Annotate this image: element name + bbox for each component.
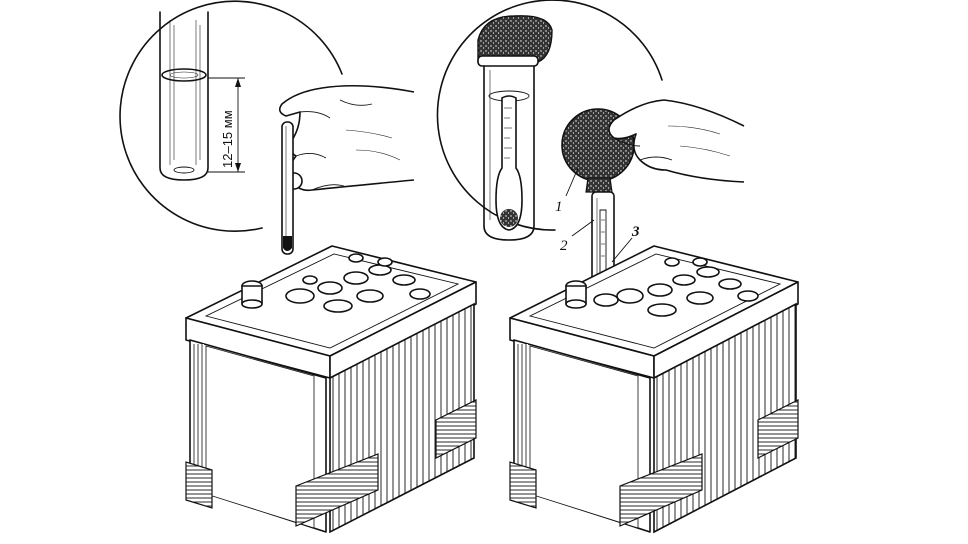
left-detail-panel: 12–15 мм (119, 0, 415, 255)
glass-tube (281, 121, 294, 255)
glass-tube-magnified (159, 11, 209, 181)
dimension-label: 12–15 мм (220, 110, 235, 168)
svg-text:3: 3 (631, 224, 640, 240)
callout-2: 2 (560, 219, 595, 254)
right-magnifier-circle (436, 0, 663, 231)
left-magnifier-circle (119, 0, 343, 233)
battery-left-caps (241, 253, 431, 313)
callout-1: 1 (555, 167, 579, 215)
hand-left (278, 84, 415, 192)
hand-right (608, 99, 745, 183)
float-scale (504, 107, 512, 159)
right-detail-panel: 1 2 3 (436, 0, 745, 289)
dimension-12-15mm: 12–15 мм (208, 77, 245, 173)
callout-3: 3 (611, 224, 640, 263)
battery-right (509, 245, 799, 534)
battery-left (185, 245, 477, 534)
hydrometer-magnified (477, 15, 553, 241)
svg-text:2: 2 (560, 238, 568, 254)
svg-text:1: 1 (555, 199, 563, 215)
battery-right-caps (565, 257, 759, 317)
